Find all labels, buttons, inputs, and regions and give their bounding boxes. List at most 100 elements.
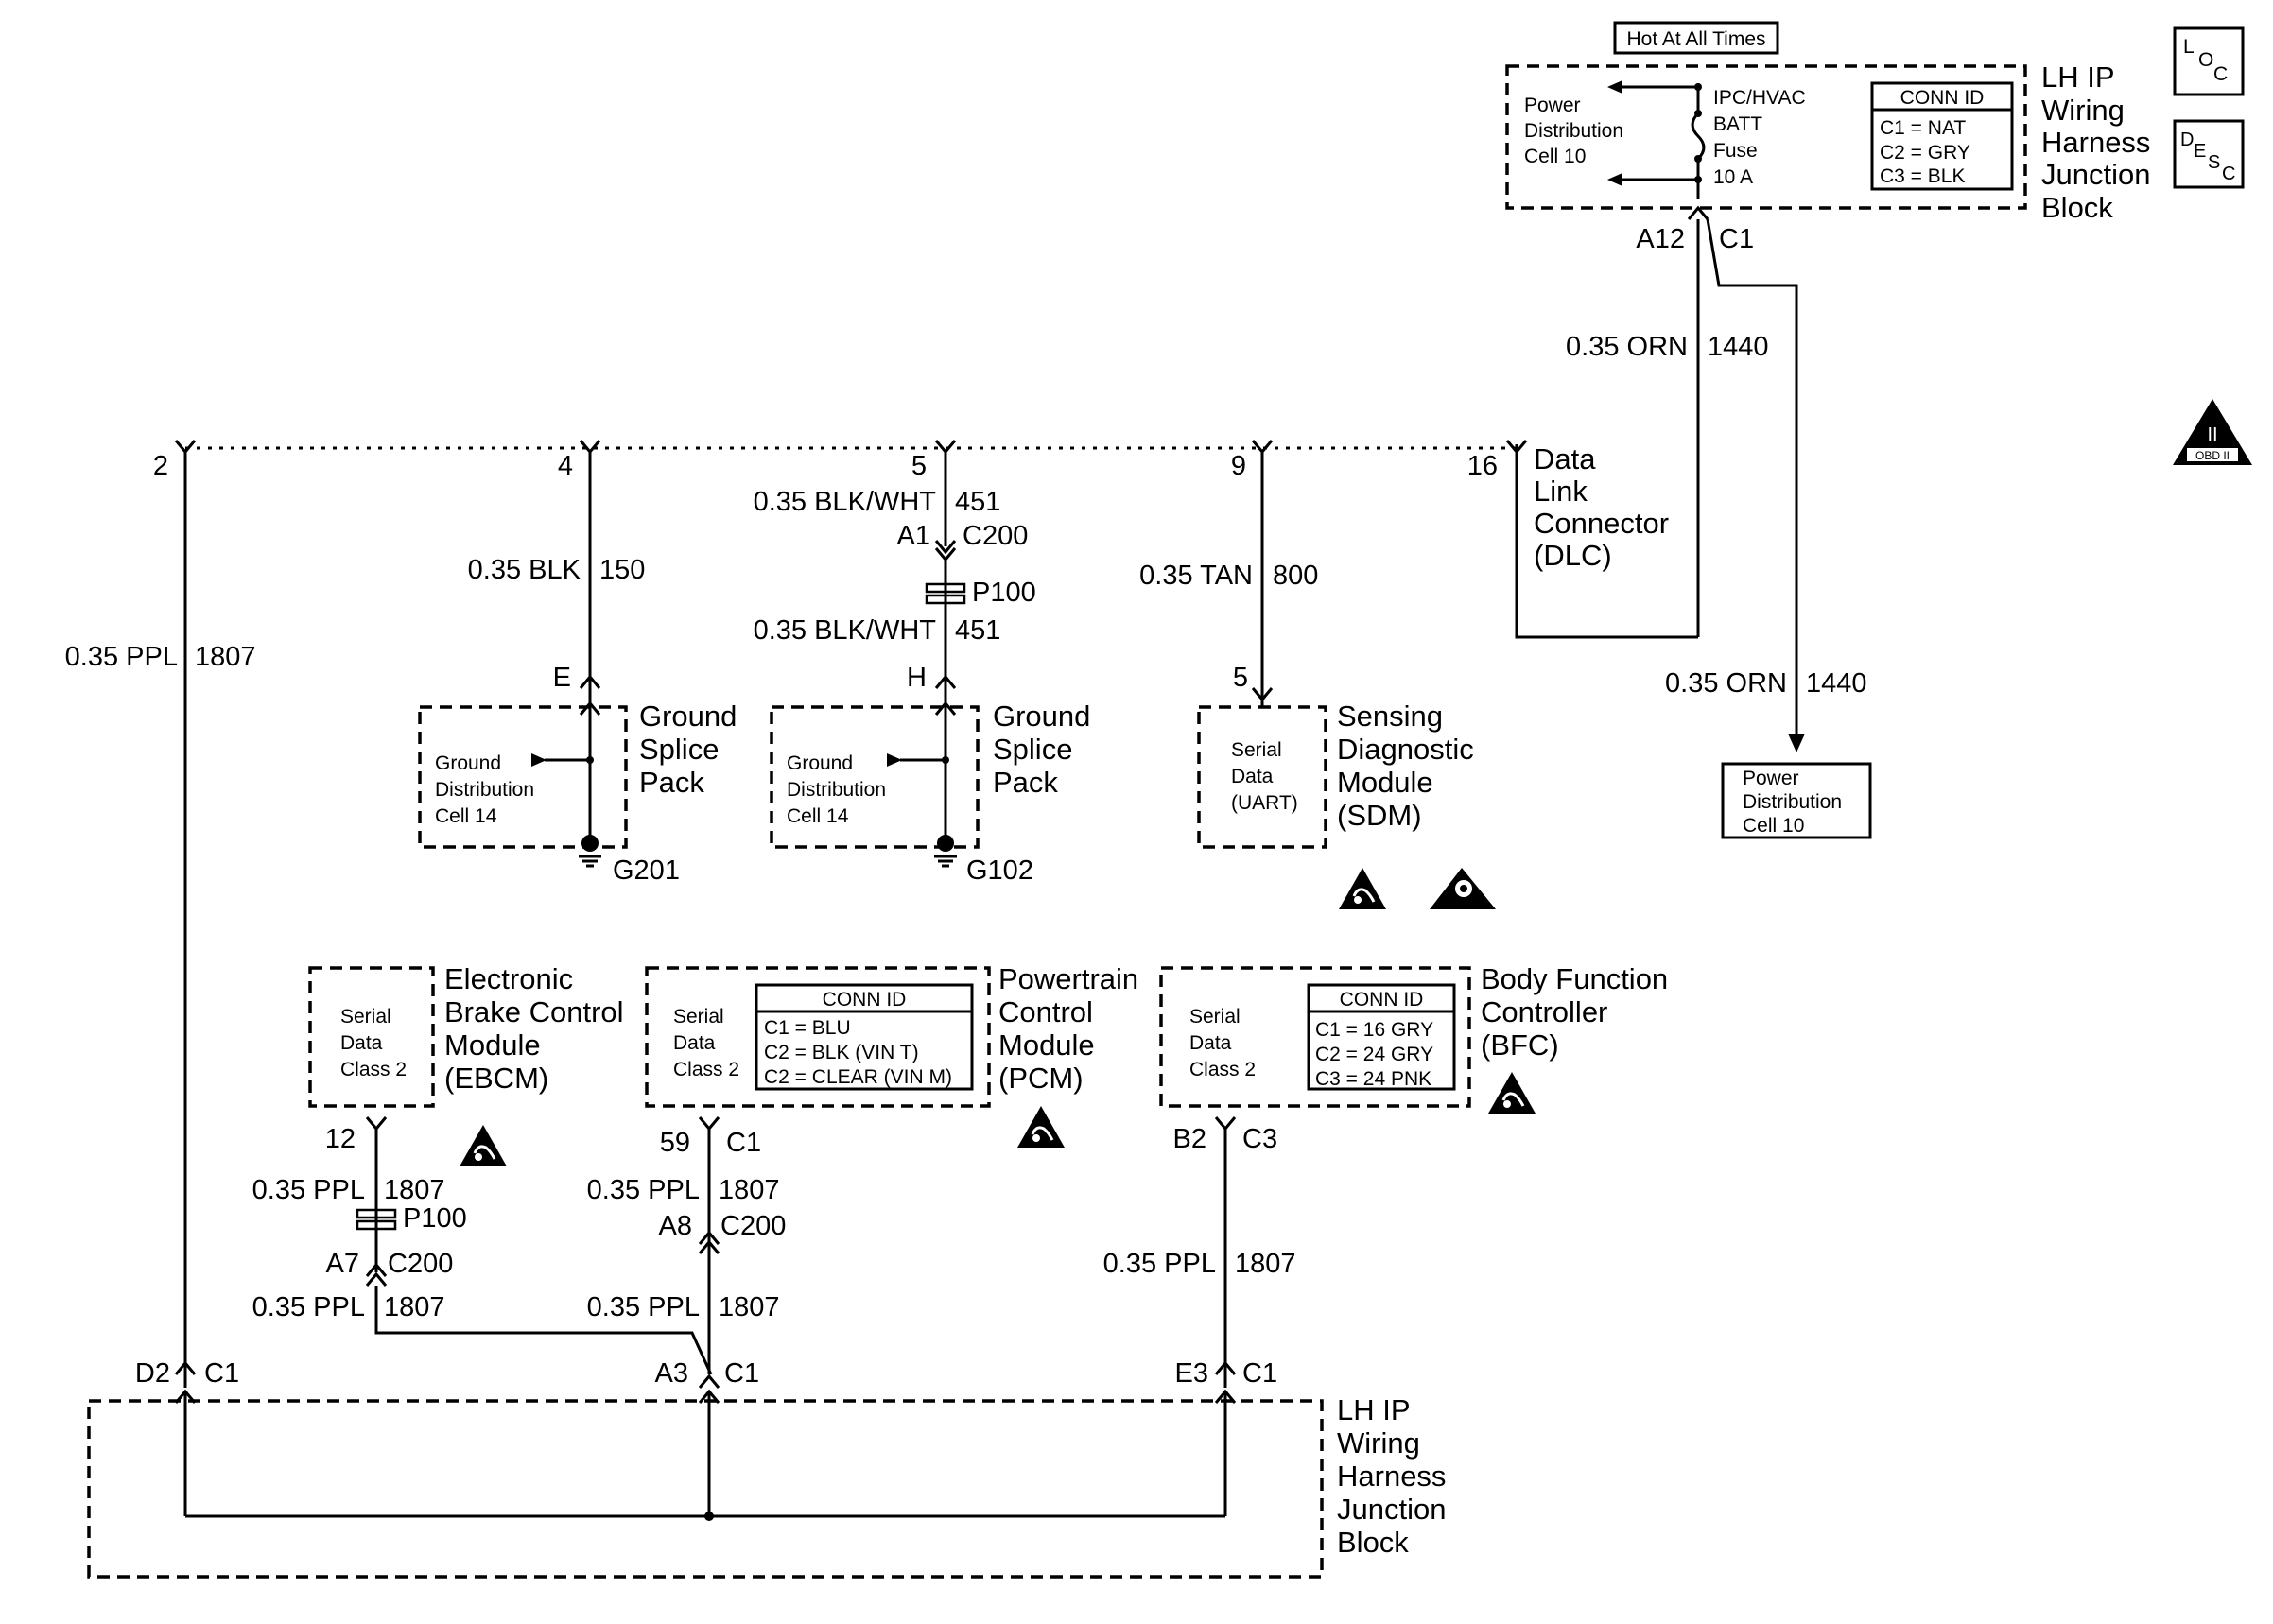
svg-text:10 A: 10 A bbox=[1713, 166, 1753, 188]
wire-150: 0.35 BLK 150 E bbox=[468, 452, 645, 707]
lh-ip-junction-block-bottom: D2 C1 A3 C1 E3 C1 LH IP Wiring Harness J… bbox=[87, 1358, 1446, 1579]
top-block-title: LH IP Wiring Harness Junction Block bbox=[2041, 60, 2150, 224]
svg-text:0.35 TAN: 0.35 TAN bbox=[1139, 561, 1253, 591]
body-function-controller: Serial Data Class 2 CONN ID C1 = 16 GRY … bbox=[1159, 962, 1668, 1108]
svg-text:C1: C1 bbox=[726, 1128, 761, 1158]
svg-text:CONN ID: CONN ID bbox=[823, 989, 907, 1011]
wire-451: 0.35 BLK/WHT 451 A1 C200 P100 0.35 BLK/W… bbox=[754, 452, 1036, 707]
ground-splice-pack-g102: Ground Distribution Cell 14 Ground Splic… bbox=[770, 700, 1090, 886]
svg-text:Connector: Connector bbox=[1534, 507, 1669, 540]
svg-text:L: L bbox=[2183, 36, 2195, 58]
svg-text:(DLC): (DLC) bbox=[1534, 539, 1612, 572]
svg-text:C1 = 16 GRY: C1 = 16 GRY bbox=[1315, 1019, 1433, 1041]
svg-text:Link: Link bbox=[1534, 475, 1588, 508]
svg-text:Cell 14: Cell 14 bbox=[787, 805, 849, 827]
svg-text:451: 451 bbox=[955, 487, 1000, 517]
svg-text:Splice: Splice bbox=[993, 733, 1072, 766]
svg-text:D: D bbox=[2180, 130, 2194, 150]
svg-text:Brake Control: Brake Control bbox=[444, 995, 624, 1028]
svg-text:C2 = CLEAR (VIN M): C2 = CLEAR (VIN M) bbox=[764, 1066, 952, 1088]
svg-text:E: E bbox=[553, 663, 571, 693]
svg-text:Serial: Serial bbox=[1231, 739, 1282, 761]
svg-text:A1: A1 bbox=[897, 521, 930, 551]
svg-text:C200: C200 bbox=[388, 1249, 453, 1279]
svg-text:II: II bbox=[2207, 424, 2217, 445]
svg-text:Cell 10: Cell 10 bbox=[1743, 815, 1804, 837]
svg-text:Cell 10: Cell 10 bbox=[1524, 146, 1586, 167]
svg-text:E: E bbox=[2194, 141, 2206, 162]
svg-text:Electronic: Electronic bbox=[444, 962, 573, 995]
svg-text:Body Function: Body Function bbox=[1481, 962, 1668, 995]
svg-text:Block: Block bbox=[1337, 1526, 1409, 1559]
svg-text:C1: C1 bbox=[1242, 1358, 1277, 1389]
svg-text:Module: Module bbox=[998, 1028, 1095, 1062]
svg-text:1807: 1807 bbox=[195, 642, 256, 672]
svg-text:LH IP: LH IP bbox=[2041, 60, 2115, 94]
svg-text:0.35 ORN: 0.35 ORN bbox=[1566, 332, 1688, 362]
svg-text:5: 5 bbox=[1233, 663, 1248, 693]
fuse-ipc-hvac-batt: IPC/HVAC BATT Fuse 10 A bbox=[1607, 80, 1806, 199]
svg-text:OBD II: OBD II bbox=[2195, 449, 2230, 462]
svg-text:Control: Control bbox=[998, 995, 1093, 1028]
svg-text:0.35 PPL: 0.35 PPL bbox=[587, 1292, 700, 1322]
svg-text:Data: Data bbox=[1534, 442, 1596, 475]
svg-text:C1: C1 bbox=[724, 1358, 759, 1389]
svg-text:12: 12 bbox=[325, 1124, 356, 1154]
svg-text:Junction: Junction bbox=[2041, 158, 2150, 191]
svg-text:Distribution: Distribution bbox=[1743, 791, 1842, 813]
hot-at-all-times-label: Hot At All Times bbox=[1613, 21, 1779, 55]
svg-text:Pack: Pack bbox=[639, 766, 704, 799]
svg-text:(SDM): (SDM) bbox=[1337, 799, 1422, 832]
svg-text:Hot At All Times: Hot At All Times bbox=[1626, 28, 1765, 50]
connector-e3-c1: E3 C1 bbox=[1175, 1358, 1277, 1516]
svg-text:1807: 1807 bbox=[719, 1175, 780, 1205]
svg-text:1807: 1807 bbox=[384, 1175, 445, 1205]
svg-text:1440: 1440 bbox=[1806, 668, 1867, 699]
sensing-diagnostic-module: Serial Data (UART) Sensing Diagnostic Mo… bbox=[1197, 700, 1474, 849]
svg-text:C200: C200 bbox=[720, 1211, 786, 1241]
svg-text:Data: Data bbox=[1189, 1032, 1232, 1054]
svg-text:C2 = BLK (VIN T): C2 = BLK (VIN T) bbox=[764, 1042, 919, 1063]
svg-text:Block: Block bbox=[2041, 191, 2113, 224]
powertrain-control-module: Serial Data Class 2 CONN ID C1 = BLU C2 … bbox=[645, 962, 1138, 1108]
lh-ip-junction-block-top: LH IP Wiring Harness Junction Block Powe… bbox=[1505, 60, 2150, 224]
svg-text:C: C bbox=[2213, 63, 2228, 85]
svg-text:0.35 PPL: 0.35 PPL bbox=[587, 1175, 700, 1205]
conn-id-table-pcm: CONN ID C1 = BLU C2 = BLK (VIN T) C2 = C… bbox=[755, 983, 974, 1091]
svg-text:C3 = BLK: C3 = BLK bbox=[1880, 165, 1965, 187]
svg-text:C1: C1 bbox=[1719, 224, 1754, 254]
svg-text:(BFC): (BFC) bbox=[1481, 1028, 1559, 1062]
svg-text:E3: E3 bbox=[1175, 1358, 1208, 1389]
svg-text:Wiring: Wiring bbox=[1337, 1426, 1420, 1460]
svg-text:0.35 ORN: 0.35 ORN bbox=[1665, 668, 1787, 699]
svg-text:P100: P100 bbox=[972, 578, 1036, 608]
svg-text:Module: Module bbox=[1337, 766, 1433, 799]
svg-text:A8: A8 bbox=[659, 1211, 692, 1241]
svg-text:1807: 1807 bbox=[384, 1292, 445, 1322]
svg-text:C2 = 24 GRY: C2 = 24 GRY bbox=[1315, 1044, 1433, 1065]
dlc-pin-2: 2 bbox=[153, 451, 168, 481]
svg-text:Power: Power bbox=[1743, 768, 1799, 789]
svg-text:Ground: Ground bbox=[993, 700, 1090, 733]
svg-text:C: C bbox=[2222, 164, 2235, 184]
location-icon: L O C bbox=[2173, 26, 2245, 96]
dlc-pin-4: 4 bbox=[558, 451, 573, 481]
svg-text:0.35 BLK: 0.35 BLK bbox=[468, 555, 581, 585]
svg-text:Data: Data bbox=[340, 1032, 383, 1054]
svg-text:0.35 PPL: 0.35 PPL bbox=[252, 1175, 365, 1205]
svg-text:A3: A3 bbox=[655, 1358, 688, 1389]
esd-sensitive-icon-ebcm bbox=[458, 1123, 509, 1168]
svg-text:Class 2: Class 2 bbox=[673, 1059, 739, 1080]
svg-text:Controller: Controller bbox=[1481, 995, 1607, 1028]
svg-text:Data: Data bbox=[673, 1032, 716, 1054]
power-distribution-cell-10-box: Power Distribution Cell 10 bbox=[1721, 762, 1872, 839]
svg-text:0.35 BLK/WHT: 0.35 BLK/WHT bbox=[754, 615, 937, 646]
svg-text:BATT: BATT bbox=[1713, 113, 1762, 135]
conn-id-table-top: CONN ID C1 = NAT C2 = GRY C3 = BLK bbox=[1870, 81, 2014, 191]
description-icon: D E S C bbox=[2173, 119, 2245, 189]
svg-text:1440: 1440 bbox=[1708, 332, 1769, 362]
svg-text:Cell 14: Cell 14 bbox=[435, 805, 497, 827]
connector-a3-c1: A3 C1 bbox=[655, 1358, 759, 1516]
svg-text:59: 59 bbox=[660, 1128, 690, 1158]
svg-text:A12: A12 bbox=[1636, 224, 1685, 254]
